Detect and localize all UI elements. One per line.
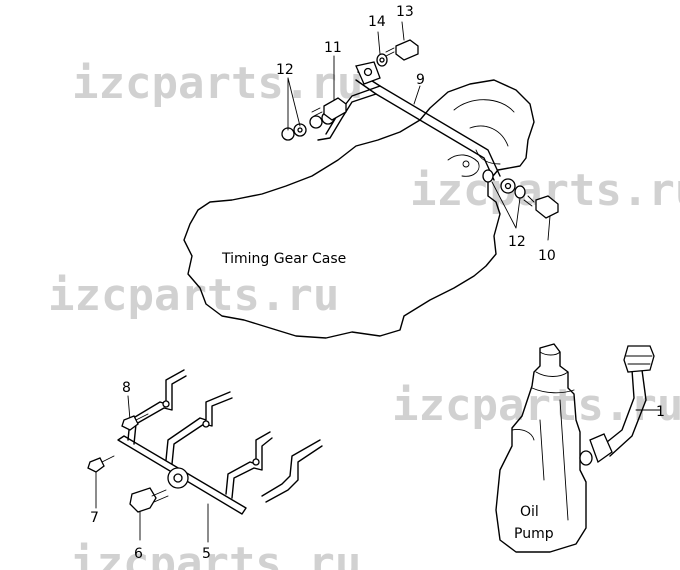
leader-10 bbox=[548, 216, 550, 240]
bracket-hole bbox=[203, 421, 209, 427]
bracket-hole bbox=[365, 69, 372, 76]
bracket-hole bbox=[253, 459, 259, 465]
bracket-5-arm-2 bbox=[166, 392, 232, 464]
callout-7: 7 bbox=[90, 510, 99, 526]
banjo-hole bbox=[506, 184, 511, 189]
bracket-5-hub-hole bbox=[174, 474, 182, 482]
oil-pipe-1-top-nut bbox=[624, 346, 654, 372]
oil-pipe-1-fitting bbox=[580, 451, 592, 465]
watermark: izcparts.ru bbox=[72, 58, 363, 109]
bracket-hole bbox=[163, 401, 169, 407]
callout-6: 6 bbox=[134, 546, 143, 562]
bolt-11-thread bbox=[312, 108, 322, 116]
leader-8 bbox=[128, 396, 130, 420]
leader-14 bbox=[378, 32, 380, 54]
callout-11: 11 bbox=[324, 40, 342, 56]
washer-14-hole bbox=[380, 58, 384, 62]
callout-1: 1 bbox=[656, 404, 665, 420]
washer-hole bbox=[298, 128, 302, 132]
washer-12-right-2 bbox=[515, 186, 525, 198]
washer-12-right-1 bbox=[483, 170, 493, 182]
bracket-5-arm-3 bbox=[226, 432, 272, 498]
callout-12-right: 12 bbox=[508, 234, 526, 250]
bolt-13-thread bbox=[386, 48, 394, 56]
bolt-7-shank bbox=[102, 456, 114, 462]
timing-gear-case-label: Timing Gear Case bbox=[221, 251, 346, 267]
bolt-6 bbox=[130, 488, 156, 512]
oil-pipe-9-line-a bbox=[358, 72, 500, 176]
callout-12-upper: 12 bbox=[276, 62, 294, 78]
pump-label: Pump bbox=[514, 526, 554, 542]
watermark: izcparts.ru bbox=[48, 270, 339, 321]
oil-pump: Oil Pump bbox=[496, 344, 586, 552]
timing-gear-case-inner-edge bbox=[454, 100, 514, 164]
bracket-5-arm-4 bbox=[262, 440, 322, 502]
oil-pipe-1-bottom-nut bbox=[590, 434, 612, 462]
callout-14: 14 bbox=[368, 14, 386, 30]
bolt-13 bbox=[396, 40, 418, 60]
washer-12-upper-3 bbox=[310, 116, 322, 128]
leader-9 bbox=[414, 86, 420, 104]
callout-10: 10 bbox=[538, 248, 556, 264]
oil-pump-body bbox=[496, 344, 586, 552]
watermark: izcparts.ru bbox=[70, 538, 361, 570]
callout-9: 9 bbox=[416, 72, 425, 88]
callout-5: 5 bbox=[202, 546, 211, 562]
oil-label: Oil bbox=[520, 504, 539, 520]
bolt-7 bbox=[88, 458, 104, 472]
leader-13 bbox=[402, 22, 404, 40]
callout-13: 13 bbox=[396, 4, 414, 20]
callout-8: 8 bbox=[122, 380, 131, 396]
